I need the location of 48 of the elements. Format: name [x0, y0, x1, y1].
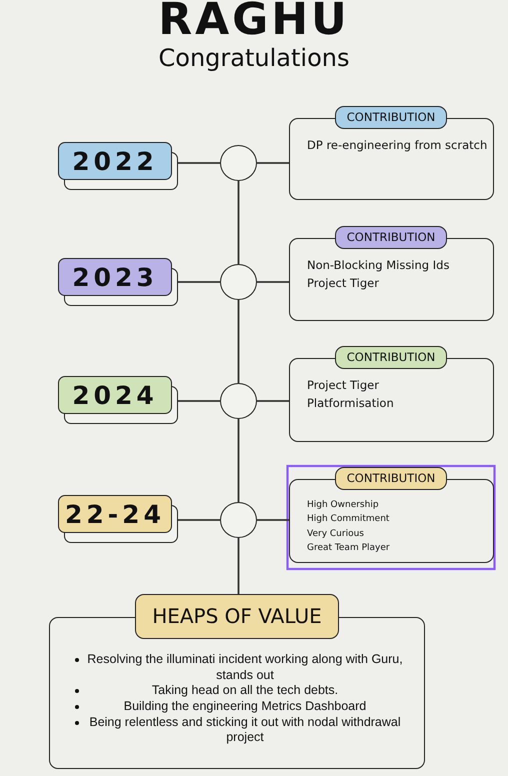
year-label: 22-24 [65, 502, 165, 526]
list-item: DP re-engineering from scratch [307, 137, 486, 154]
year-label: 2022 [72, 148, 158, 174]
summary-card [49, 594, 425, 769]
connector-line [238, 538, 240, 594]
timeline-circle [220, 264, 257, 300]
bullet-text: Resolving the illuminati incident working along with Guru, stands out [87, 652, 403, 682]
section-heading: HEAPS OF VALUE [135, 594, 339, 639]
connector-line [178, 281, 220, 283]
timeline-circle [220, 383, 257, 419]
year-label: 2024 [72, 382, 158, 408]
bullet-text: Taking head on all the tech debts. [152, 683, 338, 698]
section-tag: CONTRIBUTION [335, 106, 447, 129]
section-tag: CONTRIBUTION [335, 346, 447, 369]
contribution-card [289, 106, 494, 200]
connector-line [238, 181, 240, 264]
bullet-text: Being relentless and sticking it out with nodal withdrawal project [89, 714, 401, 744]
list-item: High Commitment [307, 513, 390, 526]
list-item: Platformisation [307, 395, 395, 412]
connector-line [238, 419, 240, 502]
bullet-text: Building the engineering Metrics Dashboard [124, 698, 366, 713]
year-card [58, 142, 178, 190]
section-tag: CONTRIBUTION [335, 467, 447, 490]
contribution-card [289, 226, 494, 321]
year-card [58, 376, 178, 424]
subtitle: Congratulations [158, 44, 350, 72]
timeline-circle [220, 145, 257, 181]
list-item: Project Tiger [307, 377, 380, 394]
connector-line [257, 400, 289, 402]
section-tag: CONTRIBUTION [335, 226, 447, 249]
year-card [58, 495, 178, 543]
list-item: Great Team Player [307, 542, 391, 556]
connector-line [257, 162, 289, 164]
list-item: Non-Blocking Missing Ids [307, 257, 450, 274]
connector-line [257, 281, 289, 283]
timeline-circle [220, 502, 257, 538]
connector-line [178, 519, 220, 521]
year-label: 2023 [72, 264, 158, 290]
list-item: Very Curious [307, 528, 365, 541]
year-card [58, 258, 178, 306]
connector-line [178, 400, 220, 402]
connector-line [178, 162, 220, 164]
list-item: High Ownership [307, 499, 380, 512]
connector-line [238, 300, 240, 383]
contribution-card [289, 346, 494, 442]
connector-line [257, 519, 289, 521]
title: RAGHU [157, 0, 351, 45]
list-item: Project Tiger [307, 275, 380, 292]
